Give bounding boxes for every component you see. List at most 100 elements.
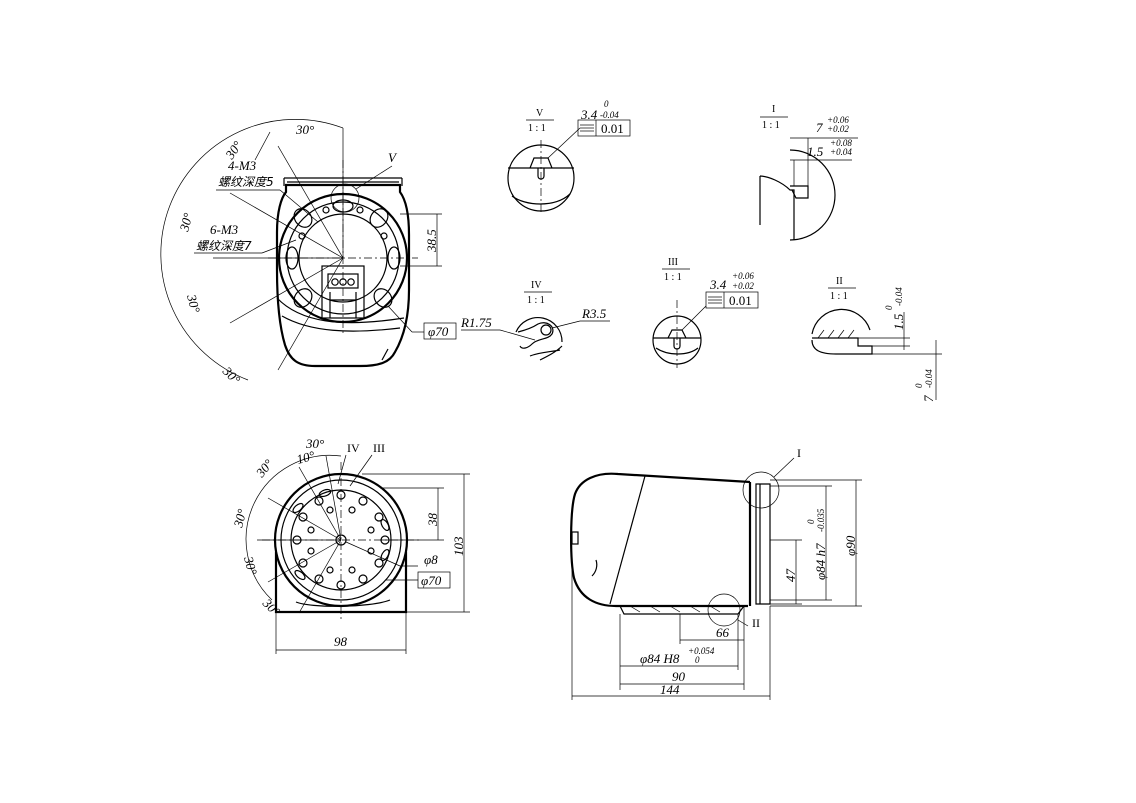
detail-ii-label: II [836, 276, 843, 287]
detail-iv-r2: R3.5 [581, 306, 607, 321]
detail-v-tol-value: 0.01 [601, 121, 624, 136]
side-body-outline [570, 472, 751, 608]
front-connector-block [321, 265, 365, 319]
front-angle-3: 30° [176, 211, 195, 233]
detail-ii-dim1-upper: 0 [884, 305, 894, 310]
detail-iii-label: III [668, 257, 678, 268]
detail-ii-arc [811, 308, 871, 335]
rear-dim-d70: φ70 [421, 573, 442, 588]
front-angle-1: 30° [295, 122, 314, 137]
rear-angle-5: 30° [259, 595, 283, 619]
rear-angle-2: 30° [252, 456, 276, 480]
side-view: I II 47 φ84 h7 0 -0.035 φ90 66 φ84 H8 +0… [570, 446, 862, 700]
detail-iv-arc [515, 316, 563, 343]
front-dim-38-5: 38.5 [424, 229, 439, 253]
detail-v-dim: 3.4 [580, 107, 598, 122]
front-view: 30° 30° 30° 30° 30° 4-M3 螺纹深度5 6-M3 螺纹深度… [160, 118, 457, 387]
side-base-hatch [629, 605, 721, 613]
detail-i-dim1: 7 [816, 120, 823, 135]
side-dim-84h7-lower: -0.035 [816, 508, 826, 532]
detail-iv-label: IV [531, 280, 542, 291]
front-angle-4: 30° [184, 292, 203, 314]
front-base-seam [276, 297, 405, 324]
detail-iii-dim: 3.4 [709, 277, 727, 292]
rear-angle-6: 10° [295, 448, 316, 467]
detail-iii-tol-lower: +0.02 [732, 281, 754, 291]
rear-ref-iii: III [373, 441, 385, 455]
front-base-seam-2 [281, 315, 401, 332]
rear-view: 30° 30° 30° 30° 30° 10° IV III 38 103 φ8… [230, 436, 470, 654]
rear-dim-103: 103 [451, 536, 466, 556]
side-cable-mark [591, 559, 598, 577]
side-dim-84h7: φ84 h7 [813, 543, 828, 580]
rear-angle-1: 30° [305, 436, 324, 451]
front-detail-v-circle [330, 183, 360, 213]
rear-dim-38: 38 [425, 513, 440, 528]
front-dim-box [423, 322, 457, 340]
rear-dim-d8: φ8 [424, 552, 438, 567]
side-base [619, 605, 745, 615]
detail-ii-hatch [817, 329, 855, 339]
front-dim-d70: φ70 [428, 324, 449, 339]
detail-iii-tol-frame [705, 291, 759, 309]
detail-ii-dim2-upper: 0 [914, 383, 924, 388]
detail-ii-dim1: 1.5 [891, 313, 906, 330]
side-dim-84h8-lower: 0 [695, 655, 700, 665]
detail-i-dim2: 1.5 [807, 144, 824, 159]
front-cable-mark [381, 348, 389, 361]
front-body-outline [275, 183, 411, 368]
detail-i-scale: 1 : 1 [762, 120, 780, 131]
detail-v: V 1 : 1 3.4 0 -0.04 0.01 [507, 99, 631, 212]
rear-ref-iv: IV [347, 441, 360, 455]
detail-i: I 1 : 1 7 +0.06 +0.02 1.5 +0.08 +0.04 [759, 104, 858, 241]
detail-ii: II 1 : 1 1.5 0 -0.04 7 0 -0.04 [811, 276, 942, 402]
side-ref-i: I [797, 446, 801, 460]
side-dim-d90: φ90 [843, 535, 858, 556]
side-dim-47: 47 [783, 569, 798, 583]
detail-i-dim2-lower: +0.04 [830, 147, 852, 157]
detail-i-arc [789, 149, 836, 241]
detail-iv: IV 1 : 1 R1.75 R3.5 [460, 280, 610, 361]
detail-v-tol-frame [577, 119, 631, 137]
detail-i-dim1-upper: +0.06 [827, 115, 849, 125]
detail-i-dim1-lower: +0.02 [827, 124, 849, 134]
detail-i-label: I [772, 104, 775, 115]
front-angle-5: 30° [219, 363, 243, 387]
detail-v-label: V [536, 108, 544, 119]
side-dim-144: 144 [660, 682, 680, 697]
side-detail-i-circle [742, 471, 780, 509]
front-thread-a-depth: 螺纹深度5 [218, 175, 274, 189]
detail-iii-tol-upper: +0.06 [732, 271, 754, 281]
side-seam [609, 475, 646, 605]
rear-dim-98: 98 [334, 634, 348, 649]
rear-angle-arc [245, 455, 342, 601]
detail-iv-scale: 1 : 1 [527, 295, 545, 306]
front-thread-b: 6-M3 [210, 222, 239, 237]
rear-angle-4: 30° [241, 554, 260, 576]
detail-iii: III 1 : 1 3.4 +0.06 +0.02 0.01 [652, 257, 759, 368]
detail-ii-dim2: 7 [921, 395, 936, 402]
detail-iv-r1: R1.75 [460, 315, 492, 330]
detail-iii-scale: 1 : 1 [664, 272, 682, 283]
side-ref-ii: II [752, 616, 760, 630]
side-dim-84h8-upper: +0.054 [688, 646, 715, 656]
rear-bolt-pattern [292, 488, 390, 590]
front-detail-v-ref: V [388, 150, 398, 165]
detail-ii-scale: 1 : 1 [830, 291, 848, 302]
side-dim-66: 66 [716, 625, 730, 640]
front-thread-a: 4-M3 [228, 158, 257, 173]
detail-ii-dim1-lower: -0.04 [894, 287, 904, 306]
side-flange [755, 483, 771, 605]
side-dim-84h7-upper: 0 [806, 519, 816, 524]
rear-angle-3: 30° [230, 507, 249, 529]
side-port [571, 531, 579, 545]
side-dim-84h8: φ84 H8 [640, 651, 680, 666]
detail-v-tol-lower: -0.04 [600, 110, 619, 120]
rear-dim-box [417, 571, 451, 589]
detail-ii-dim2-lower: -0.04 [924, 369, 934, 388]
side-detail-ii-circle [707, 593, 741, 627]
detail-v-tol-upper: 0 [604, 99, 609, 109]
side-dim-90: 90 [672, 669, 686, 684]
detail-i-dim2-upper: +0.08 [830, 138, 852, 148]
